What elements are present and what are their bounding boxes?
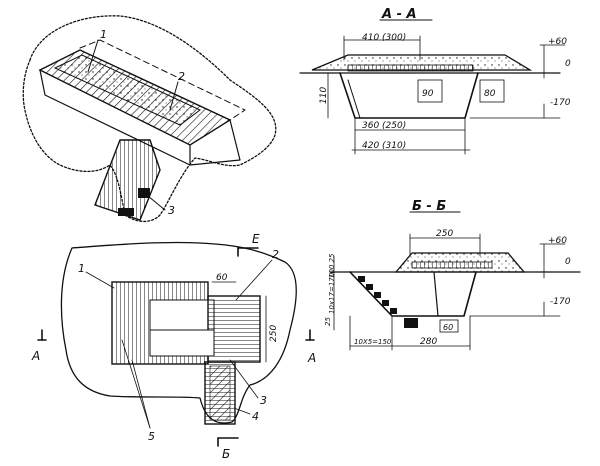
perspective-callout-2: 2	[178, 70, 185, 83]
plan-callout-2: 2	[272, 248, 279, 261]
section-a-a-dim-inner: 360 (250)	[362, 121, 406, 131]
section-b-b-step	[366, 284, 373, 290]
plan-callout-4: 4	[252, 410, 259, 423]
section-b-b-log-roof	[411, 261, 493, 269]
plan-label-a-left: А	[31, 349, 40, 363]
section-a-a-pit-walls	[339, 72, 479, 119]
section-a-a-dim-outer: 420 (310)	[362, 141, 406, 151]
section-a-a-dim-side-left: 90	[422, 89, 434, 99]
section-b-b-steps	[358, 276, 418, 328]
plan-leader-3	[229, 359, 259, 399]
section-a-a-dim-height: 110	[319, 87, 329, 104]
perspective-leader-3	[147, 195, 166, 211]
section-b-b-dim-left-low: 25	[324, 317, 332, 326]
plan-view: Е Б А А 60 250 1 2 3 4 5	[31, 232, 316, 461]
section-b-b-small-box	[439, 319, 459, 333]
plan-passage-floor	[149, 329, 215, 357]
section-b-b-step	[382, 300, 389, 306]
plan-label-b: Б	[222, 447, 230, 461]
section-b-b-title: Б - Б	[412, 199, 446, 214]
plan-leader-2	[235, 259, 273, 301]
section-b-b-sump	[404, 318, 418, 328]
section-a-a-level-plus: +60	[548, 37, 567, 47]
plan-callout-5: 5	[148, 430, 155, 443]
plan-leader-5	[121, 339, 151, 429]
section-b-b: Б - Б 250 +60 0 -170 100 25 10x17=170 25	[324, 199, 581, 351]
section-b-b-level-minus: -170	[550, 297, 571, 307]
perspective-roof-earth	[53, 54, 201, 126]
plan-label-a-right: А	[307, 351, 316, 365]
section-a-a-dim-side-right: 80	[484, 89, 496, 99]
plan-dim-60: 60	[216, 273, 228, 283]
perspective-trench-end	[189, 119, 241, 166]
perspective-trench-wall	[39, 69, 191, 166]
section-a-a-box-left	[417, 79, 443, 103]
section-b-b-step	[390, 308, 397, 314]
perspective-leader-1	[87, 39, 99, 73]
perspective-view: 1 2 3	[22, 15, 277, 223]
perspective-step-block	[118, 208, 134, 216]
section-b-b-dim-bottom-left: 10X5=150	[354, 338, 392, 346]
plan-passage	[207, 295, 261, 363]
plan-leader-1	[85, 271, 115, 289]
plan-label-e: Е	[252, 232, 260, 246]
plan-step-treads	[209, 365, 231, 421]
section-a-a: A - A 410 (300) +60 0 -170 110 90 80 360…	[299, 7, 571, 155]
section-b-b-pit-walls	[349, 271, 477, 317]
perspective-dashed-edge	[79, 39, 246, 121]
section-b-b-level-zero: 0	[565, 257, 571, 267]
plan-inner-opening	[149, 299, 215, 331]
section-b-b-dim-left-top: 100 25	[328, 253, 336, 278]
section-a-a-title: A - A	[381, 7, 417, 22]
section-b-b-step	[358, 276, 365, 282]
perspective-leader-2	[169, 81, 179, 111]
plan-ground-outline	[60, 241, 297, 424]
perspective-callout-3: 3	[168, 204, 175, 217]
section-a-a-level-minus: -170	[550, 98, 571, 108]
section-a-a-dim-top: 410 (300)	[362, 33, 406, 43]
section-b-b-level-plus: +60	[548, 236, 567, 246]
perspective-ground-outline	[22, 15, 277, 223]
plan-dim-250: 250	[269, 325, 279, 342]
section-b-b-inner-wall	[433, 271, 439, 317]
plan-callout-3: 3	[260, 394, 267, 407]
plan-leader-5	[131, 359, 151, 429]
section-b-b-dim-bottom-right: 280	[420, 337, 437, 347]
section-b-b-dim-top: 250	[436, 229, 453, 239]
section-a-a-log-roof	[347, 64, 474, 72]
section-a-a-inner-wall	[347, 79, 361, 119]
section-b-b-dim-small: 60	[443, 323, 453, 332]
section-a-a-box-right	[479, 79, 505, 103]
section-b-b-step	[374, 292, 381, 298]
perspective-callout-1: 1	[100, 28, 107, 41]
plan-callout-1: 1	[78, 262, 85, 275]
plan-leader-4	[233, 407, 251, 415]
section-a-a-level-zero: 0	[565, 59, 571, 69]
section-b-b-dim-left-mid: 10x17=170	[328, 272, 336, 314]
perspective-step-block	[138, 188, 150, 198]
